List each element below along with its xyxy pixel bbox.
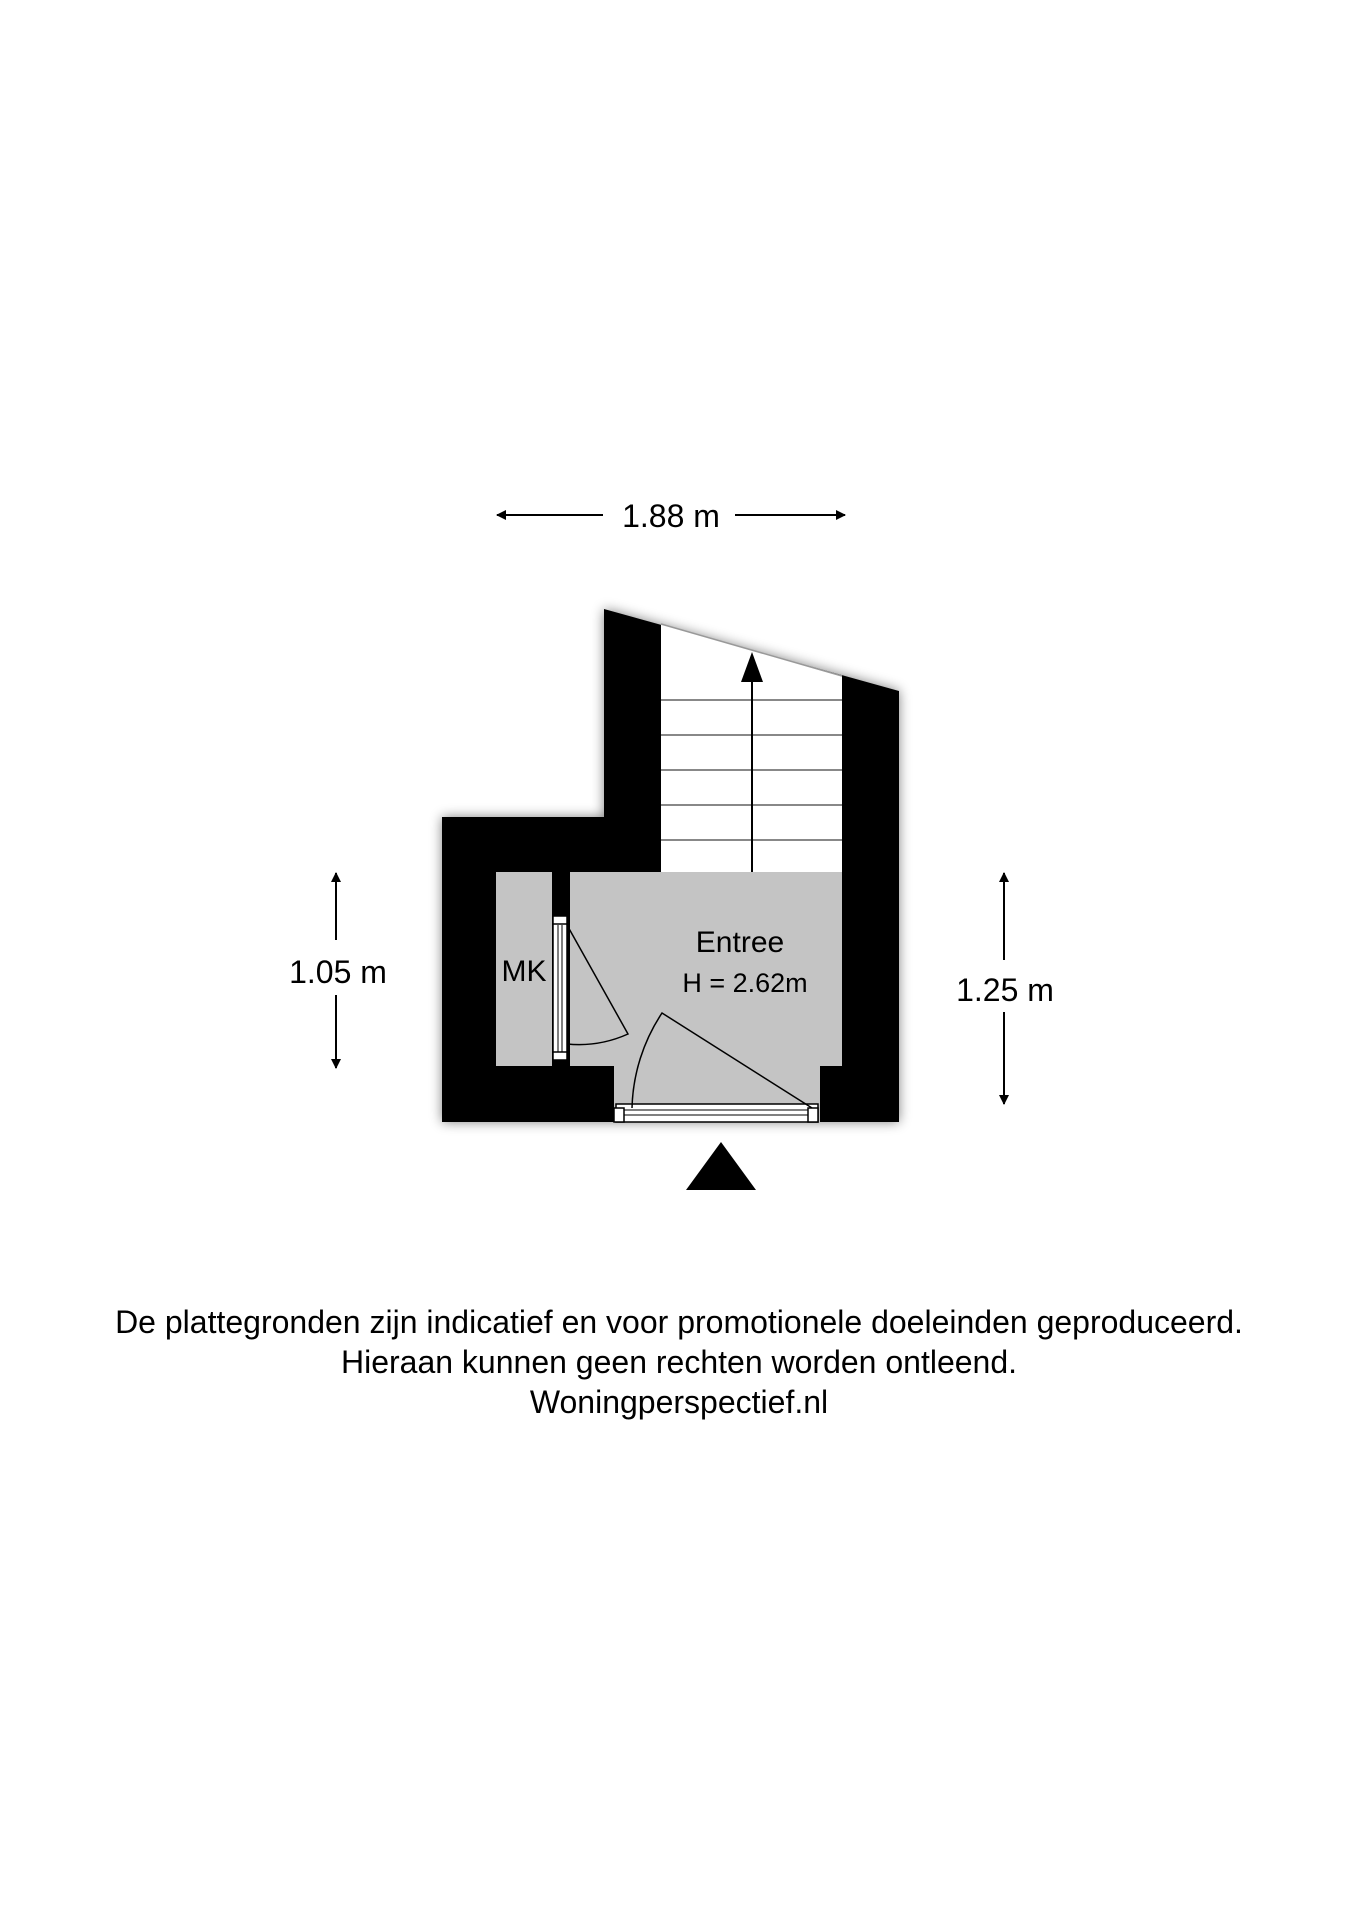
entree-height: H = 2.62m [682,968,807,998]
disclaimer-line-3: Woningperspectief.nl [529,1384,829,1420]
width-dimension: 1.88 m [496,498,846,534]
stair-direction-arrow-icon [741,652,763,682]
right-height-dimension-label: 1.25 m [956,972,1054,1008]
width-dimension-label: 1.88 m [622,498,720,534]
left-height-dimension: 1.05 m [289,872,387,1069]
disclaimer-line-1: De plattegronden zijn indicatief en voor… [115,1304,1243,1340]
right-height-dimension: 1.25 m [956,872,1054,1105]
left-height-dimension-label: 1.05 m [289,954,387,990]
entree-floor [570,872,842,1066]
meterkast-door [552,915,630,1061]
meterkast-label: MK [502,955,547,988]
meterkast-floor [496,872,552,1066]
front-door [613,1011,819,1123]
staircase [660,623,843,872]
disclaimer: De plattegronden zijn indicatief en voor… [0,1302,1358,1422]
disclaimer-line-2: Hieraan kunnen geen rechten worden ontle… [340,1344,1018,1380]
entrance-marker-icon [686,1142,756,1190]
entree-label: Entree [696,926,784,959]
